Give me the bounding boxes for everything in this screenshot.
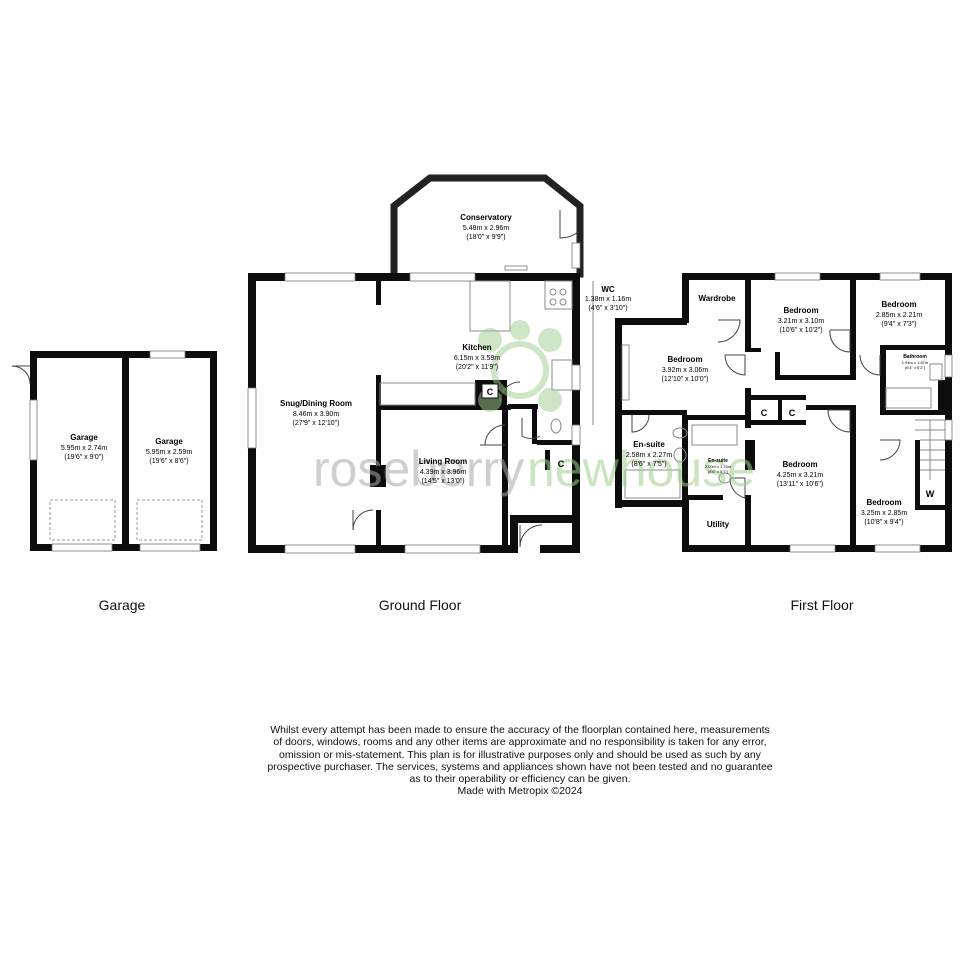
room-metric: 2.58m x 2.27m <box>626 452 672 459</box>
room-name: Garage <box>155 437 183 446</box>
room-name: Snug/Dining Room <box>280 399 352 408</box>
cupboard-label-landing-2: C <box>789 408 796 418</box>
room-imperial: (4'6" x 3'10") <box>588 305 627 312</box>
first-floor-block <box>615 272 953 553</box>
room-garage-2: Garage 5.95m x 2.59m (19'6" x 8'6") <box>146 437 192 465</box>
room-imperial: (13'11" x 10'6") <box>777 481 823 488</box>
room-garage-1: Garage 5.95m x 2.74m (19'6" x 9'0") <box>61 433 107 461</box>
room-metric: 3.21m x 3.10m <box>778 318 824 325</box>
disclaimer-line: Made with Metropix ©2024 <box>457 785 583 798</box>
room-name: Bedroom <box>782 460 817 469</box>
disclaimer-line: prospective purchaser. The services, sys… <box>267 760 773 773</box>
room-metric: 2.00m x 1.70m <box>705 464 732 469</box>
room-name: Wardrobe <box>698 294 736 303</box>
disclaimer-line: as to their operability or efficiency ca… <box>409 773 631 786</box>
room-imperial: (6'4" x 6'2") <box>905 365 926 370</box>
room-bathroom: Bathroom 1.94m x 1.87m (6'4" x 6'2") <box>902 354 929 370</box>
cupboard-label-w: W <box>926 489 935 499</box>
room-imperial: (10'6" x 10'2") <box>779 327 822 334</box>
room-metric: 6.15m x 3.59m <box>454 355 500 362</box>
room-imperial: (14'5" x 13'0") <box>421 478 464 485</box>
room-conservatory: Conservatory 5.48m x 2.96m (18'0" x 9'9"… <box>460 213 512 241</box>
room-ensuite-2: En-suite 2.00m x 1.70m (6'6" x 5'7") <box>705 458 732 474</box>
room-name: En-suite <box>708 458 728 464</box>
room-bedroom-bottom-right: Bedroom 3.25m x 2.85m (10'8" x 9'4") <box>861 498 907 526</box>
room-imperial: (18'0" x 9'9") <box>466 234 505 241</box>
room-imperial: (20'2" x 11'9") <box>456 364 499 371</box>
room-name: Utility <box>707 520 730 529</box>
room-name: WC <box>601 285 615 294</box>
cupboard-label-landing-1: C <box>761 408 768 418</box>
room-kitchen: Kitchen 6.15m x 3.59m (20'2" x 11'9") <box>454 343 500 371</box>
room-metric: 3.92m x 3.06m <box>662 367 708 374</box>
room-metric: 4.25m x 3.21m <box>777 472 823 479</box>
room-imperial: (27'9" x 12'10") <box>293 420 340 427</box>
room-imperial: (10'8" x 9'4") <box>864 519 903 526</box>
room-name: Bedroom <box>866 498 901 507</box>
room-name: Bedroom <box>783 306 818 315</box>
room-imperial: (9'4" x 7'3") <box>881 321 916 328</box>
room-wardrobe: Wardrobe <box>698 294 736 303</box>
room-metric: 3.25m x 2.85m <box>861 510 907 517</box>
room-metric: 5.95m x 2.74m <box>61 445 107 452</box>
room-bedroom-center: Bedroom 4.25m x 3.21m (13'11" x 10'6") <box>777 460 824 488</box>
room-bedroom-top-right: Bedroom 2.85m x 2.21m (9'4" x 7'3") <box>876 300 922 328</box>
room-name: Kitchen <box>462 343 491 352</box>
watermark-left-text: roseberry <box>313 441 524 497</box>
room-metric: 1.38m x 1.16m <box>585 296 631 303</box>
watermark-right-text: newhouse <box>527 441 755 497</box>
room-snug: Snug/Dining Room 8.46m x 3.90m (27'9" x … <box>280 399 352 427</box>
section-label-garage: Garage <box>98 597 146 613</box>
room-name: En-suite <box>633 440 665 449</box>
room-imperial: (19'6" x 8'6") <box>149 458 188 465</box>
room-name: Bedroom <box>881 300 916 309</box>
room-bedroom-main: Bedroom 3.92m x 3.06m (12'10" x 10'0") <box>662 355 709 383</box>
room-name: Conservatory <box>460 213 512 222</box>
room-metric: 5.95m x 2.59m <box>146 449 192 456</box>
room-metric: 1.94m x 1.87m <box>902 360 929 365</box>
disclaimer-line: Whilst every attempt has been made to en… <box>270 724 770 736</box>
room-utility: Utility <box>707 520 730 529</box>
disclaimer-text: Whilst every attempt has been made to en… <box>250 724 790 798</box>
cupboard-label-hall: C <box>558 459 565 469</box>
room-imperial: (12'10" x 10'0") <box>662 376 709 383</box>
room-name: Living Room <box>419 457 467 466</box>
room-imperial: (6'6" x 5'7") <box>708 469 729 474</box>
disclaimer-line: of doors, windows, rooms and any other i… <box>273 736 767 749</box>
section-label-first-floor: First Floor <box>790 597 854 613</box>
room-ensuite-1: En-suite 2.58m x 2.27m (8'6" x 7'5") <box>626 440 672 468</box>
room-wc: WC 1.38m x 1.16m (4'6" x 3'10") <box>585 285 631 312</box>
watermark: roseberry newhouse <box>313 320 755 497</box>
room-name: Bedroom <box>667 355 702 364</box>
room-metric: 5.48m x 2.96m <box>463 225 509 232</box>
room-bedroom-top-mid: Bedroom 3.21m x 3.10m (10'6" x 10'2") <box>778 306 824 334</box>
section-label-ground-floor: Ground Floor <box>378 597 462 613</box>
room-name: Garage <box>70 433 98 442</box>
room-living: Living Room 4.39m x 3.96m (14'5" x 13'0"… <box>419 457 467 485</box>
room-metric: 8.46m x 3.90m <box>293 411 339 418</box>
room-imperial: (8'6" x 7'5") <box>631 461 666 468</box>
room-imperial: (19'6" x 9'0") <box>64 454 103 461</box>
room-metric: 4.39m x 3.96m <box>420 469 466 476</box>
room-name: Bathroom <box>903 354 927 360</box>
disclaimer-line: omission or mis-statement. This plan is … <box>279 748 761 761</box>
room-metric: 2.85m x 2.21m <box>876 312 922 319</box>
garage-block <box>11 350 217 552</box>
cupboard-label-kitchen: C <box>487 387 494 397</box>
